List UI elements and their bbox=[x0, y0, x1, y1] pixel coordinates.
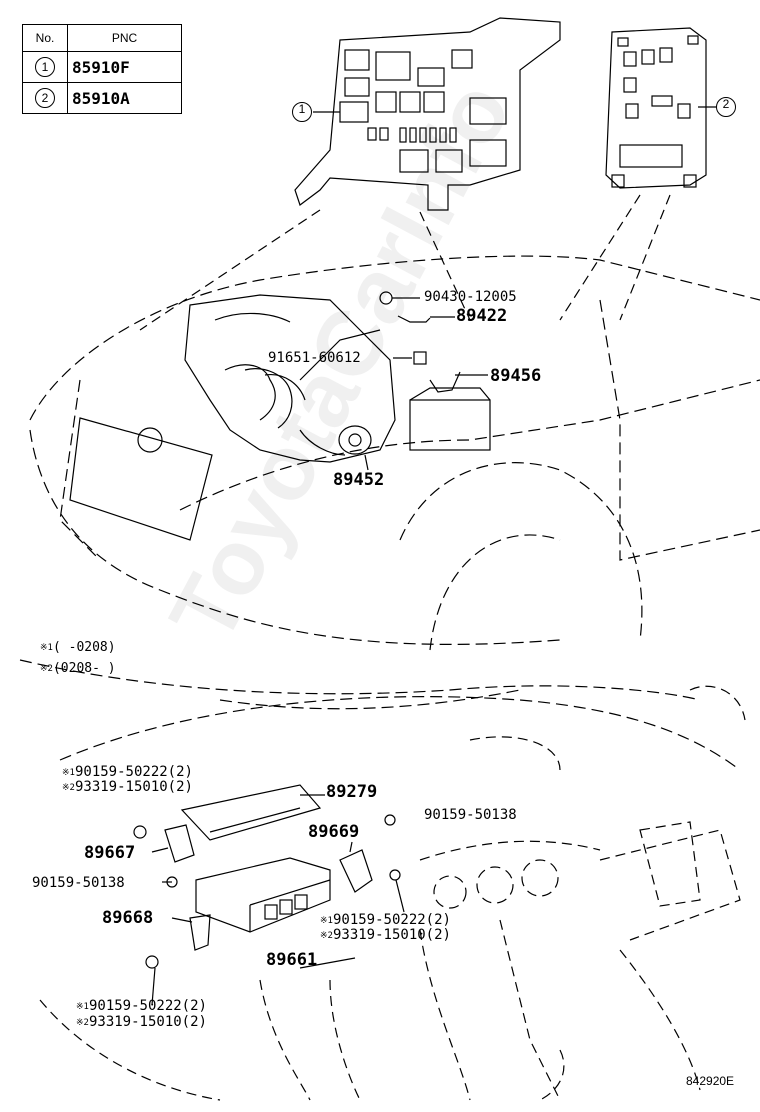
note-2: ※2(0208- ) bbox=[40, 661, 116, 676]
group-bottom-left-line1: ※190159-50222(2) bbox=[76, 998, 207, 1014]
label-89422: 89422 bbox=[456, 306, 508, 326]
pnc-value: 85910A bbox=[67, 82, 182, 114]
pnc-value: 85910F bbox=[67, 51, 182, 83]
callout-block-2: 2 bbox=[716, 97, 736, 117]
label-89661: 89661 bbox=[266, 950, 318, 970]
label-90159-50138-right: 90159-50138 bbox=[424, 807, 517, 823]
label-89667: 89667 bbox=[84, 843, 136, 863]
figure-number: 842920E bbox=[686, 1074, 735, 1088]
relay-block-1-drawing bbox=[294, 17, 561, 211]
ecu-drawing bbox=[195, 857, 331, 933]
label-89456: 89456 bbox=[490, 366, 542, 386]
relay-block-2-drawing bbox=[605, 27, 707, 189]
label-90159-50138-left: 90159-50138 bbox=[32, 875, 125, 891]
label-90430-12005: 90430-12005 bbox=[424, 289, 517, 305]
dashboard-outline bbox=[39, 685, 746, 1101]
header-no: No. bbox=[22, 24, 68, 52]
row-number: 1 bbox=[35, 57, 55, 77]
label-91651-60612: 91651-60612 bbox=[268, 350, 361, 366]
label-89668: 89668 bbox=[102, 908, 154, 928]
group-top-left-line2: ※293319-15010(2) bbox=[62, 779, 193, 795]
table-row: 2 85910A bbox=[22, 82, 182, 114]
label-89669: 89669 bbox=[308, 822, 360, 842]
note-1: ※1( -0208) bbox=[40, 640, 116, 655]
label-89279: 89279 bbox=[326, 782, 378, 802]
car-body-outline bbox=[19, 255, 760, 771]
row-number: 2 bbox=[35, 88, 55, 108]
header-pnc: PNC bbox=[67, 24, 182, 52]
callout-block-1: 1 bbox=[292, 102, 312, 122]
table-row: 1 85910F bbox=[22, 51, 182, 83]
engine-drawing bbox=[184, 294, 491, 463]
pnc-table: No. PNC 1 85910F 2 85910A bbox=[22, 24, 182, 114]
group-mid-right-line2: ※293319-15010(2) bbox=[320, 927, 451, 943]
group-bottom-left-line2: ※293319-15010(2) bbox=[76, 1014, 207, 1030]
label-89452: 89452 bbox=[333, 470, 385, 490]
group-mid-right-line1: ※190159-50222(2) bbox=[320, 912, 451, 928]
group-top-left-line1: ※190159-50222(2) bbox=[62, 764, 193, 780]
pnc-table-header: No. PNC bbox=[22, 24, 182, 52]
